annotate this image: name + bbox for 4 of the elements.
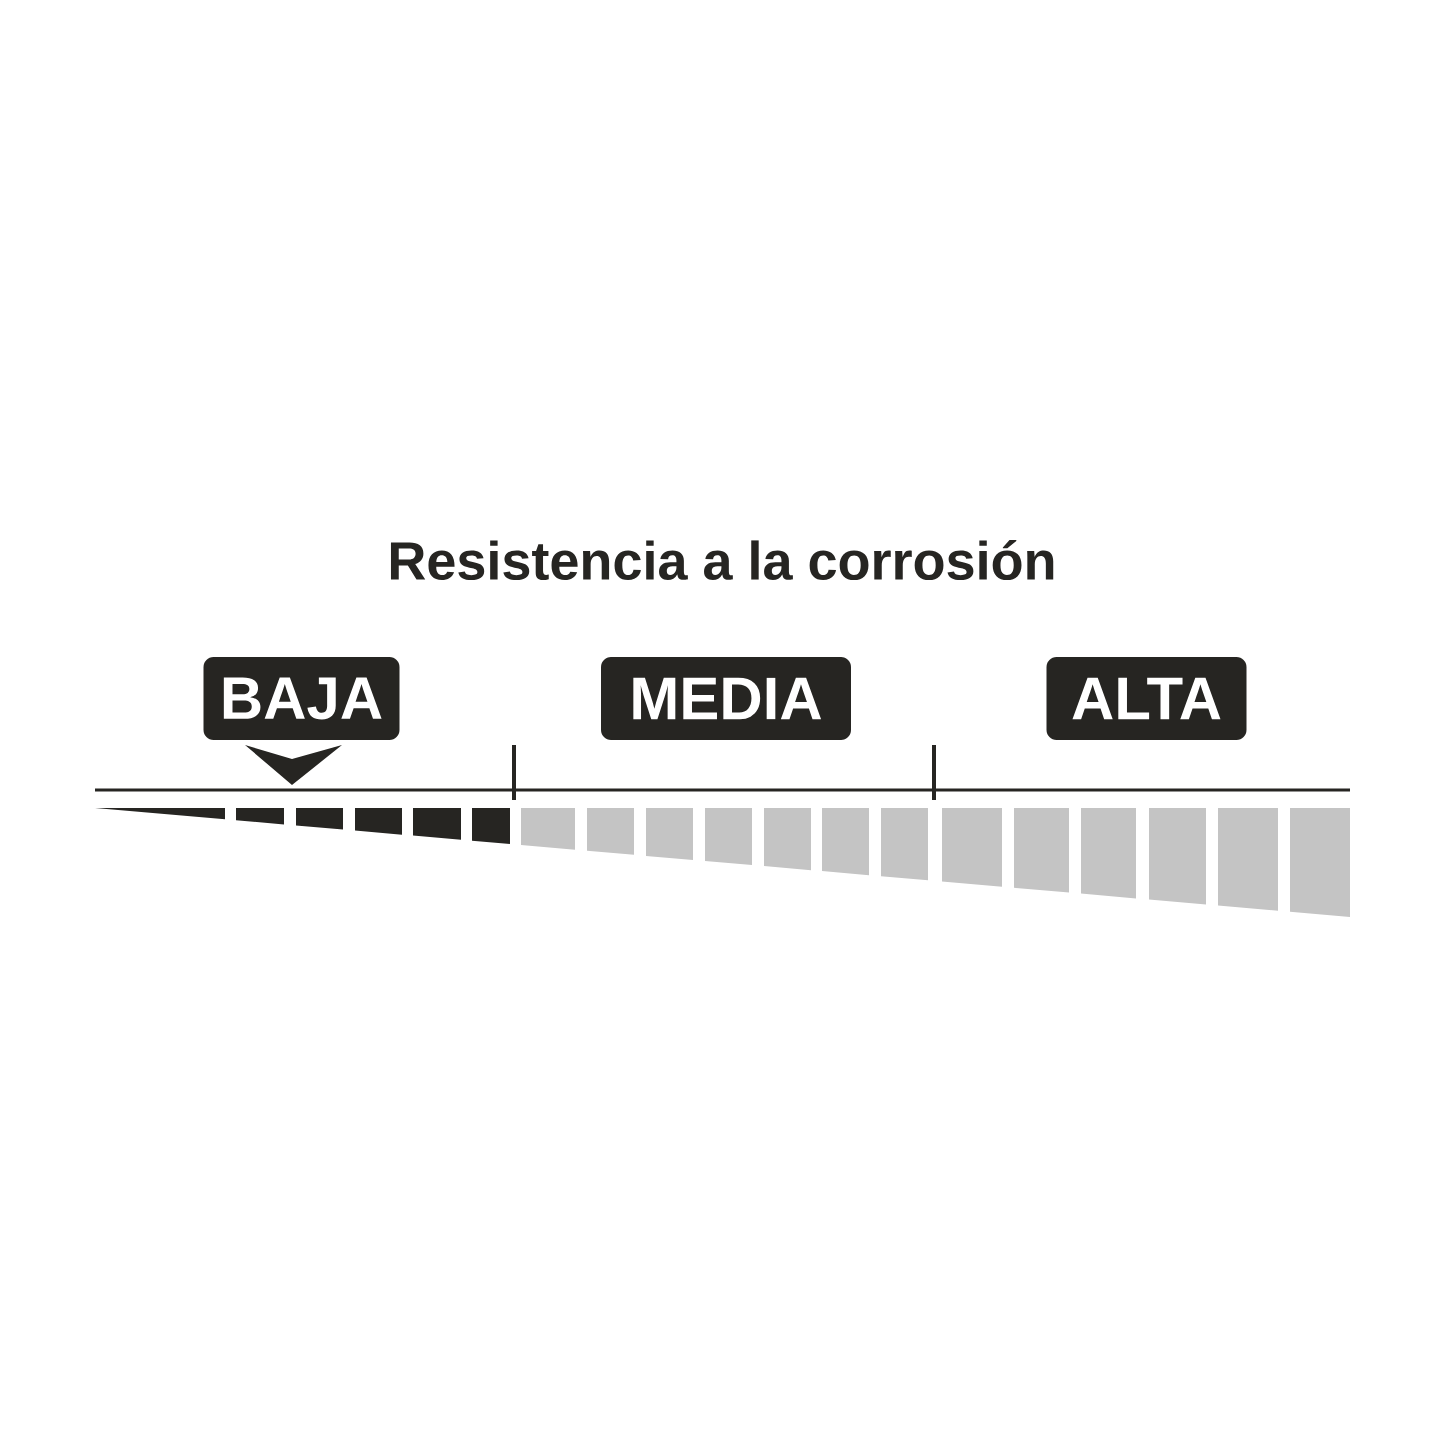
level-badge: MEDIA [601,657,851,740]
level-badge: BAJA [203,657,400,740]
level-badge: ALTA [1046,657,1247,740]
title: Resistencia a la corrosión [390,539,1054,581]
